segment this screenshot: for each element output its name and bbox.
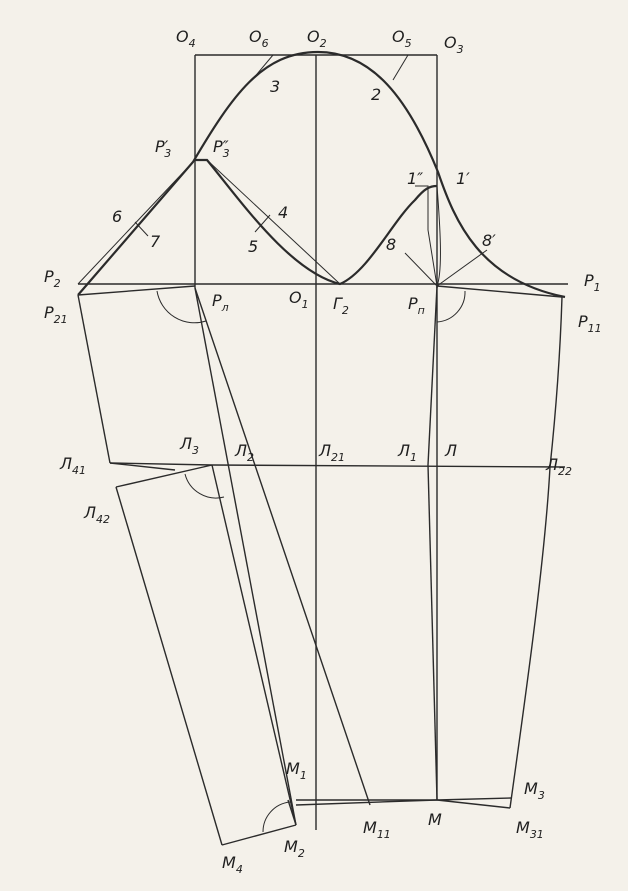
armhole-line	[77, 283, 568, 298]
label-l3: Л3	[179, 434, 199, 457]
label-o5: O5	[392, 27, 412, 50]
line-p21-pl	[77, 285, 196, 296]
label-m31: M31	[516, 818, 544, 841]
line-l3-m2	[211, 464, 297, 826]
label-1-prime: 1′	[456, 169, 470, 188]
sleeve-cap	[77, 50, 566, 299]
cap-curve-outer	[77, 50, 566, 299]
label-7: 7	[150, 232, 161, 251]
line-m-m31	[436, 799, 511, 809]
dart-top	[109, 462, 176, 471]
label-o2: O2	[307, 27, 327, 50]
label-g2: Г2	[333, 294, 349, 317]
guide-o6-3	[251, 54, 274, 81]
line-m4-m2	[221, 824, 297, 846]
label-l2: Л2	[234, 441, 254, 464]
label-pp: Pп	[408, 294, 425, 317]
label-5: 5	[248, 237, 258, 256]
angle-marks	[156, 290, 466, 833]
label-p2: P2	[44, 267, 61, 290]
label-1-double-prime: 1″	[407, 169, 423, 188]
cap-guide-1pp	[415, 185, 438, 287]
line-l1-m	[427, 464, 438, 801]
label-2: 2	[371, 85, 381, 104]
line-p11-m31	[509, 296, 563, 809]
angle-mark-pl	[156, 290, 207, 324]
line-pl-m2	[194, 287, 297, 826]
label-o1: O1	[289, 288, 309, 311]
angle-mark-pp	[436, 290, 466, 323]
label-m3: M3	[524, 779, 545, 802]
label-o6: O6	[249, 27, 269, 50]
line-m-m3	[436, 797, 513, 801]
label-l1: Л1	[397, 441, 417, 464]
label-6: 6	[112, 207, 122, 226]
label-m2: M2	[284, 837, 305, 860]
line-pp-p11	[436, 285, 563, 298]
angle-mark-m2	[262, 801, 291, 833]
label-p3-prime: P′3	[155, 137, 171, 160]
label-m1: M1	[286, 759, 307, 782]
label-8-prime: 8′	[482, 231, 496, 250]
label-o3: O3	[444, 33, 464, 56]
line-m1-m2	[287, 799, 297, 826]
sleeve-body	[77, 285, 566, 846]
label-8: 8	[386, 235, 396, 254]
line-l41-l3	[109, 462, 213, 466]
label-m: M	[428, 810, 442, 829]
label-m4: M4	[222, 853, 243, 876]
guide-4-5	[254, 214, 271, 233]
label-l42: Л42	[83, 503, 110, 526]
label-p3-double-prime: P″3	[213, 137, 230, 160]
line-l42-m4	[115, 486, 223, 846]
label-pl: Pл	[212, 291, 229, 314]
guide-p3pp-g2	[206, 159, 341, 285]
label-4: 4	[278, 203, 288, 222]
line-m11-m	[295, 799, 438, 806]
label-p1: P1	[584, 271, 601, 294]
label-p11: P11	[578, 312, 602, 335]
guide-o5-2	[392, 54, 409, 81]
label-p21: P21	[44, 303, 68, 326]
guide-8	[404, 252, 438, 287]
label-l: Л	[444, 441, 457, 460]
cap-curve-inner	[195, 158, 438, 286]
label-o4: O4	[176, 27, 196, 50]
label-l21: Л21	[318, 441, 345, 464]
label-3: 3	[270, 77, 280, 96]
line-l3-l22	[211, 464, 566, 468]
line-pl-m11	[194, 287, 371, 806]
line-pp-l1	[427, 285, 438, 466]
line-p21-l41	[77, 294, 111, 464]
line-l3-l42	[115, 464, 213, 488]
label-l41: Л41	[59, 454, 86, 477]
guide-8p	[436, 249, 488, 287]
point-labels: O4 O6 O2 O5 O3 3 2 P′3 P″3 1″ 1′ 6 7 4 5…	[44, 27, 602, 876]
cap-curve-inner-right	[436, 185, 441, 287]
guide-6-7	[134, 221, 149, 237]
angle-mark-l3	[184, 473, 225, 499]
label-m11: M11	[363, 818, 391, 841]
label-l22: Л22	[545, 455, 572, 478]
